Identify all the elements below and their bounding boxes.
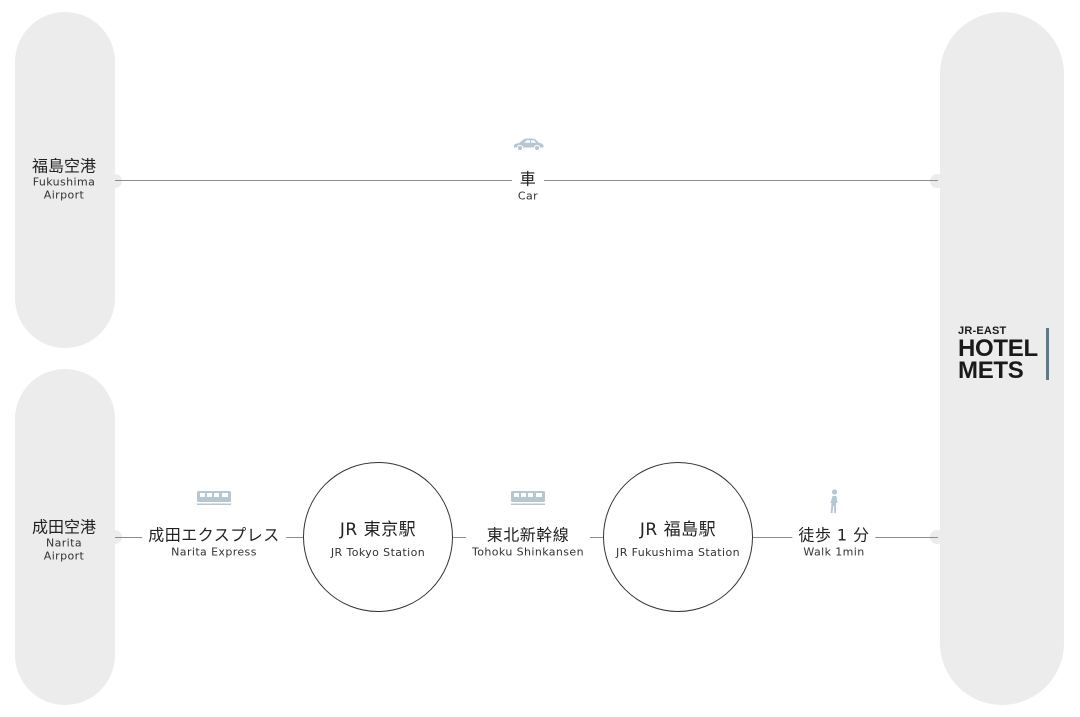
narita-airport-pill [15, 369, 115, 705]
hotel-mets-logo: JR-EAST HOTEL METS [958, 325, 1038, 385]
narita-express-label: 成田エクスプレス Narita Express [142, 525, 286, 560]
train-icon [196, 490, 232, 510]
car-route-en: Car [517, 189, 539, 203]
fukushima-airport-connector [108, 174, 122, 188]
fukushima-airport-jp: 福島空港 [31, 156, 97, 176]
jr-fukushima-station-jp: JR 福島駅 [639, 520, 717, 540]
car-route-label: 車 Car [511, 169, 545, 204]
walk-label: 徒歩 1 分 Walk 1min [792, 525, 876, 560]
narita-airport-en-1: Narita [45, 537, 83, 551]
tohoku-shinkansen-jp: 東北新幹線 [486, 525, 570, 545]
fukushima-airport-label: 福島空港 Fukushima Airport [31, 156, 97, 203]
tohoku-shinkansen-label: 東北新幹線 Tohoku Shinkansen [466, 525, 590, 560]
fukushima-airport-en-2: Airport [43, 188, 85, 202]
jr-fukushima-station-en: JR Fukushima Station [616, 546, 740, 559]
car-route-jp: 車 [519, 169, 537, 189]
walk-en: Walk 1min [803, 545, 865, 559]
logo-accent-bar [1046, 328, 1049, 380]
logo-hotel: HOTEL [958, 335, 1038, 363]
jr-tokyo-station-jp: JR 東京駅 [339, 520, 417, 540]
train-icon [510, 490, 546, 510]
fukushima-airport-pill [15, 12, 115, 348]
narita-express-jp: 成田エクスプレス [148, 525, 280, 545]
narita-airport-jp: 成田空港 [31, 517, 97, 537]
walk-jp: 徒歩 1 分 [798, 525, 870, 545]
logo-jr-east: JR-EAST [958, 325, 1007, 337]
narita-airport-label: 成田空港 Narita Airport [31, 517, 97, 564]
narita-express-en: Narita Express [171, 545, 257, 559]
narita-airport-en-2: Airport [43, 549, 85, 563]
hotel-connector-top [930, 174, 944, 188]
car-icon [511, 137, 545, 156]
jr-tokyo-station-node: JR 東京駅 JR Tokyo Station [303, 462, 453, 612]
jr-tokyo-station-en: JR Tokyo Station [330, 546, 426, 559]
hotel-pill [940, 12, 1064, 705]
tohoku-shinkansen-en: Tohoku Shinkansen [472, 545, 584, 559]
walking-person-icon [827, 489, 841, 519]
jr-fukushima-station-node: JR 福島駅 JR Fukushima Station [603, 462, 753, 612]
logo-mets: METS [958, 357, 1024, 385]
fukushima-airport-en-1: Fukushima [32, 176, 96, 190]
